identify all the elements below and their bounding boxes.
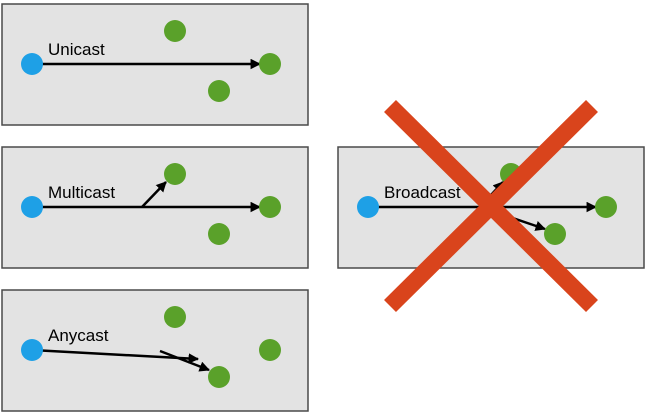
anycast-node-right (259, 339, 281, 361)
unicast-source-node (21, 53, 43, 75)
unicast-node-bottom (208, 80, 230, 102)
cross-out-icon (384, 99, 598, 313)
broadcast-node-bottom (544, 223, 566, 245)
anycast-source-node (21, 339, 43, 361)
anycast-node-target (208, 366, 230, 388)
broadcast-label: Broadcast (384, 183, 461, 202)
anycast-panel: Anycast (1, 289, 309, 412)
anycast-arrow-branch (159, 349, 210, 372)
unicast-panel: Unicast (1, 3, 309, 126)
unicast-node-top (164, 20, 186, 42)
anycast-label: Anycast (48, 326, 109, 345)
multicast-node-target (259, 196, 281, 218)
broadcast-source-node (357, 196, 379, 218)
multicast-arrow-branch (141, 181, 167, 208)
multicast-source-node (21, 196, 43, 218)
unicast-node-target (259, 53, 281, 75)
anycast-arrow-main (31, 348, 200, 364)
multicast-node-bottom (208, 223, 230, 245)
broadcast-node-target (595, 196, 617, 218)
anycast-node-top (164, 306, 186, 328)
unicast-label: Unicast (48, 40, 105, 59)
multicast-node-top (164, 163, 186, 185)
multicast-label: Multicast (48, 183, 115, 202)
multicast-panel: Multicast (1, 146, 309, 269)
